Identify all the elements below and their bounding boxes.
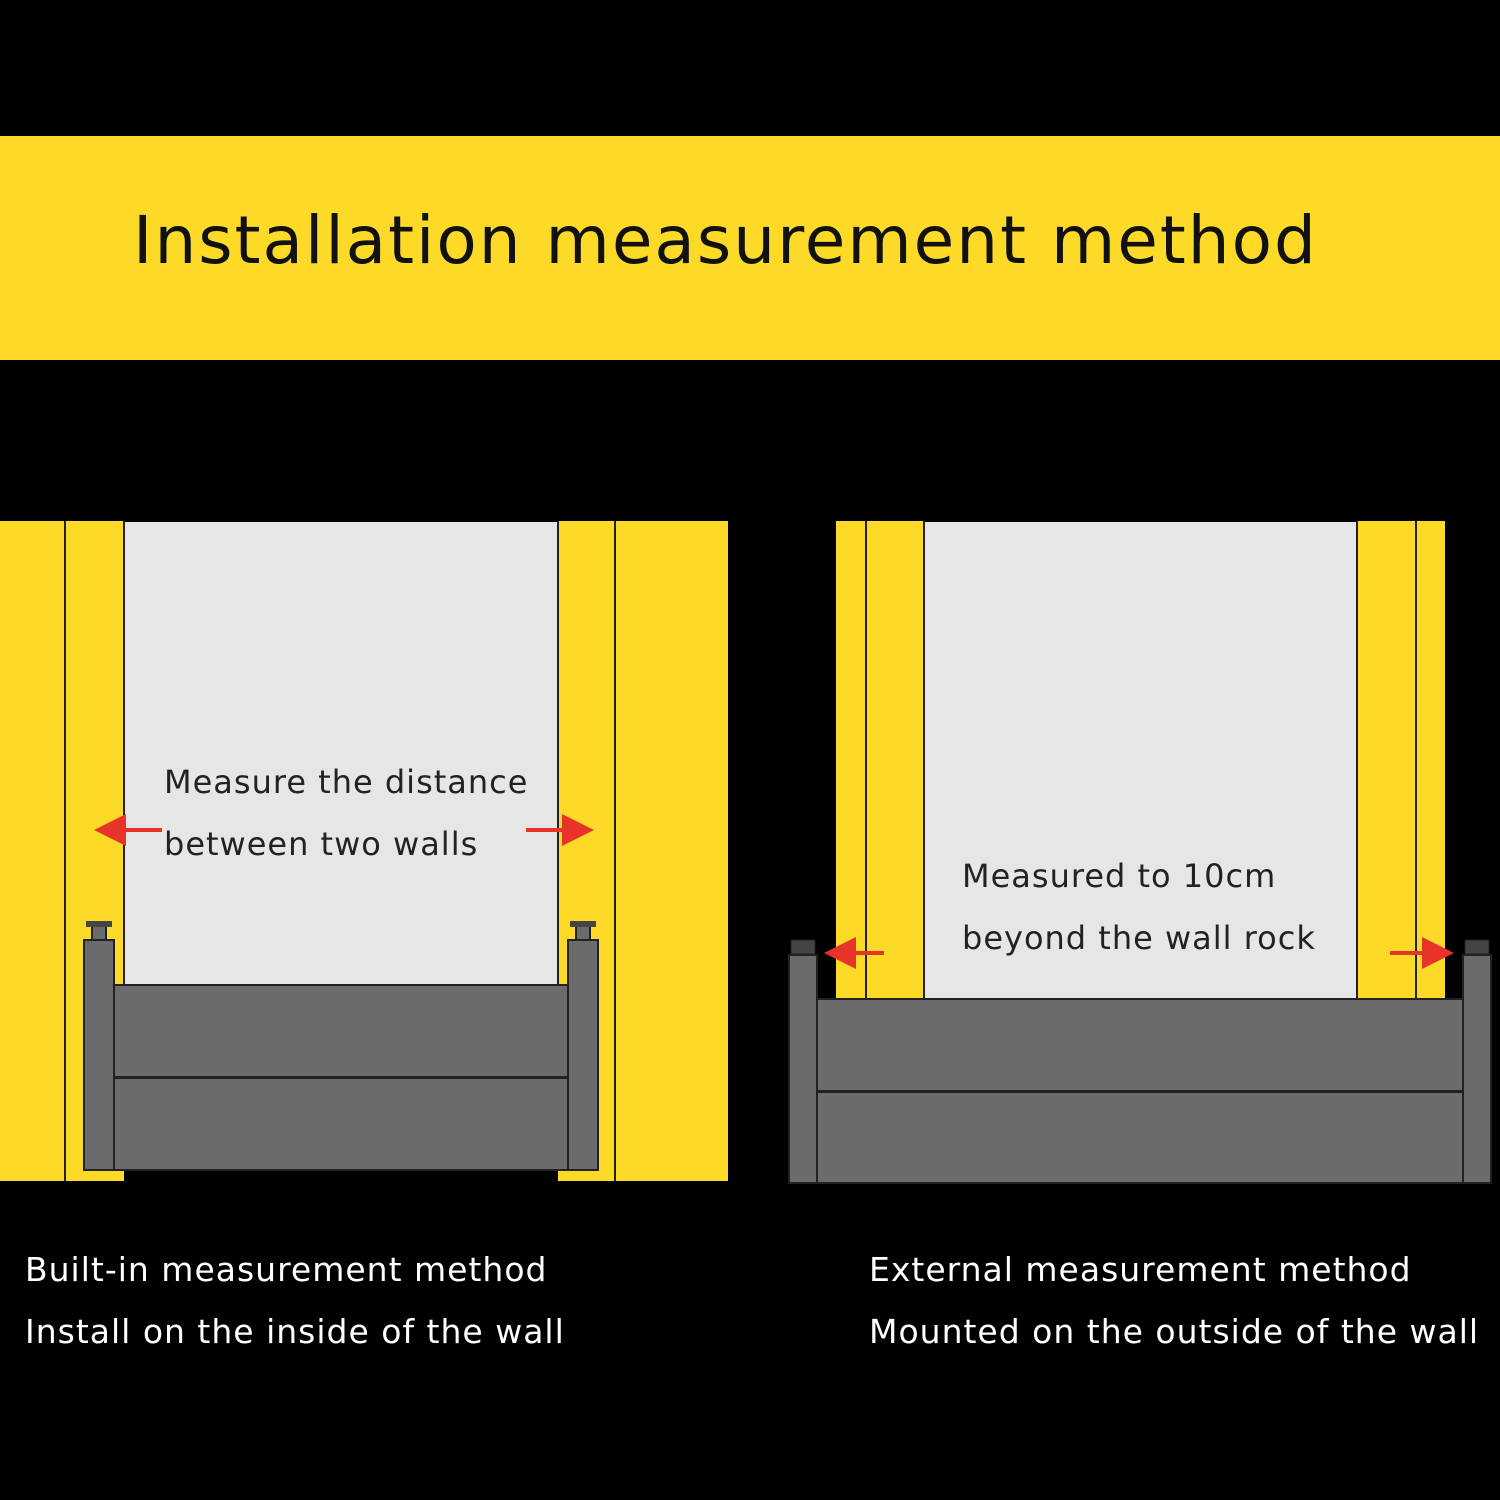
left-annotation-line1: Measure the distance bbox=[164, 763, 529, 801]
right-caption-description: Mounted on the outside of the wall bbox=[869, 1312, 1480, 1351]
right-annotation-line1: Measured to 10cm bbox=[962, 857, 1277, 895]
page-title: Installation measurement method bbox=[133, 202, 1318, 279]
right-post-right bbox=[1462, 954, 1492, 1184]
left-panel-illustration bbox=[0, 521, 728, 1181]
right-barrier-top-panel bbox=[816, 998, 1464, 1092]
right-wall-right bbox=[1357, 521, 1445, 998]
left-barrier-top-panel bbox=[113, 984, 569, 1078]
left-caption-description: Install on the inside of the wall bbox=[25, 1312, 565, 1351]
right-wall-left bbox=[836, 521, 924, 998]
right-post-left bbox=[788, 954, 818, 1184]
right-panel-illustration bbox=[788, 521, 1492, 1184]
right-caption-method: External measurement method bbox=[869, 1250, 1412, 1289]
left-post-left bbox=[83, 939, 115, 1171]
left-opening bbox=[125, 522, 557, 984]
left-post-right bbox=[567, 939, 599, 1171]
right-annotation-line2: beyond the wall rock bbox=[962, 919, 1316, 957]
title-banner bbox=[0, 136, 1500, 360]
left-caption-method: Built-in measurement method bbox=[25, 1250, 548, 1289]
right-barrier-bottom-panel bbox=[816, 1091, 1464, 1184]
right-opening bbox=[925, 522, 1357, 998]
left-annotation-line2: between two walls bbox=[164, 825, 479, 863]
left-barrier-bottom-panel bbox=[113, 1077, 569, 1171]
